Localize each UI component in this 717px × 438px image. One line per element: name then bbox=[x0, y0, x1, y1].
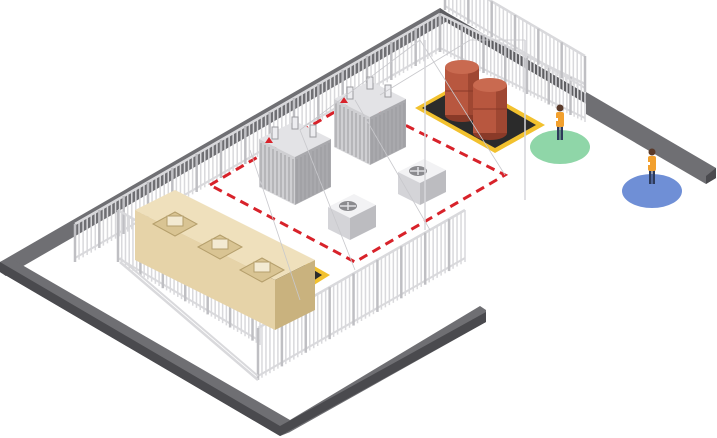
switchgear-cabinet bbox=[135, 190, 315, 330]
transformer-2-body bbox=[334, 81, 406, 165]
switchgear-cabinet-right bbox=[275, 260, 315, 330]
transformer-1-bushing bbox=[291, 116, 299, 130]
cooling-fan-unit-1-housing bbox=[328, 194, 376, 240]
worker-2 bbox=[645, 148, 656, 184]
worker-2-torso bbox=[648, 156, 656, 171]
fences bbox=[73, 0, 587, 381]
transformer-1-bushing bbox=[271, 126, 279, 140]
oil-tank-2 bbox=[473, 78, 507, 140]
wall-front-right-side bbox=[280, 312, 486, 436]
worker-2-leg bbox=[649, 170, 652, 184]
switchgear-module-2 bbox=[238, 257, 286, 283]
switchgear-cabinet-top bbox=[135, 190, 315, 280]
wall-front-left-side bbox=[0, 262, 280, 436]
worker-1-leg bbox=[557, 126, 560, 140]
oil-tank-1-top bbox=[445, 60, 479, 74]
wall-right-side bbox=[706, 168, 716, 184]
module-insulator bbox=[166, 215, 184, 227]
worker-2-head bbox=[648, 148, 656, 156]
power-line-3 bbox=[419, 39, 506, 176]
power-line-6 bbox=[249, 149, 301, 301]
workers bbox=[553, 104, 656, 184]
transformer-2 bbox=[334, 76, 406, 165]
cooling-fan-unit-1 bbox=[328, 194, 376, 240]
transformer-2-bushing bbox=[346, 86, 354, 100]
transformer-2-bushing bbox=[384, 84, 392, 98]
fence-top-right bbox=[443, 0, 587, 92]
worker-1-head bbox=[556, 104, 564, 112]
power-lines bbox=[249, 39, 526, 301]
transformer-1 bbox=[259, 116, 331, 205]
safety-zones bbox=[530, 130, 682, 208]
switchgear-cabinet-left bbox=[135, 210, 275, 330]
worker-2-tablet bbox=[645, 162, 650, 165]
equipment bbox=[135, 60, 507, 330]
module-insulator bbox=[253, 261, 271, 273]
safety-zone-green bbox=[530, 130, 590, 164]
transformer-1-warning-sign bbox=[265, 137, 273, 143]
fence-front-right bbox=[256, 208, 466, 380]
cooling-fan-unit-2 bbox=[398, 159, 446, 205]
transformer-1-body bbox=[259, 121, 331, 205]
switchgear-module-1 bbox=[196, 234, 244, 260]
cooling-fan-unit-2-housing-right bbox=[420, 170, 446, 205]
worker-2-leg bbox=[652, 170, 655, 184]
fence-back-left bbox=[73, 12, 442, 262]
cooling-fan-unit-2-housing-left bbox=[398, 172, 420, 205]
cooling-fan-unit-1-housing-right bbox=[350, 205, 376, 240]
transformer-2-warning-sign bbox=[340, 97, 348, 103]
cooling-fan-unit-2-housing bbox=[398, 159, 446, 205]
power-line-5 bbox=[354, 99, 431, 231]
wall-right bbox=[586, 92, 716, 184]
transformer-2-bushing bbox=[366, 76, 374, 90]
switchgear-module-0 bbox=[151, 211, 199, 237]
power-line-2 bbox=[299, 129, 356, 271]
worker-1-tablet bbox=[553, 118, 558, 121]
fence-corner-top-rail bbox=[119, 261, 259, 381]
fence-corner bbox=[119, 257, 259, 381]
module-insulator bbox=[211, 238, 229, 250]
transformer-1-bushing bbox=[309, 124, 317, 138]
fence-corner-bottom-rail bbox=[119, 257, 259, 377]
oil-tank-2-top bbox=[473, 78, 507, 92]
power-line-0 bbox=[299, 39, 421, 131]
safety-zone-blue bbox=[622, 174, 682, 208]
worker-1-leg bbox=[560, 126, 563, 140]
worker-1-torso bbox=[556, 112, 564, 127]
worker-1 bbox=[553, 104, 564, 140]
